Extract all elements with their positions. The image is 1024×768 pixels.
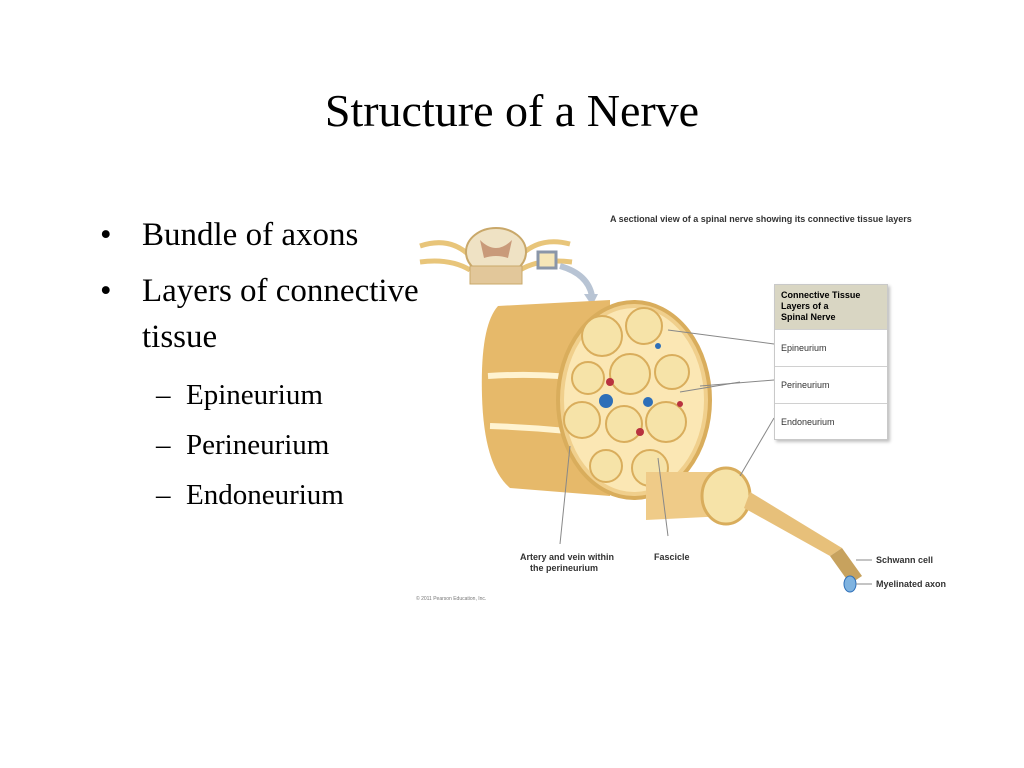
slide-title: Structure of a Nerve	[324, 85, 700, 136]
bullet-item: • Bundle of axons	[100, 212, 430, 258]
sub-bullet-item: – Epineurium	[100, 370, 430, 420]
artery-vein-label-line1: Artery and vein within	[520, 552, 614, 562]
artery-vein-label-line2: the perineurium	[530, 563, 598, 573]
bullet-marker: •	[100, 273, 112, 309]
myelinated-axon-label: Myelinated axon	[876, 579, 946, 589]
sub-bullet-text: Perineurium	[186, 429, 330, 461]
legend-title-line: Layers of a	[781, 301, 829, 311]
legend-title-line: Spinal Nerve	[781, 312, 836, 322]
sub-bullet-item: – Perineurium	[100, 420, 430, 470]
sub-bullet-marker: –	[156, 429, 171, 461]
sub-bullet-marker: –	[156, 479, 171, 511]
copyright-label: © 2011 Pearson Education, Inc.	[416, 595, 486, 602]
bullet-item: • Layers of connective tissue	[100, 268, 430, 360]
spinal-cord-thumbnail	[419, 227, 598, 306]
sub-bullet-text: Endoneurium	[186, 479, 344, 511]
bullet-text: Bundle of axons	[142, 217, 359, 253]
sub-bullet-item: – Endoneurium	[100, 470, 430, 520]
legend-row-perineurium: Perineurium	[775, 366, 887, 403]
legend-row-epineurium: Epineurium	[775, 329, 887, 366]
legend-title-line: Connective Tissue	[781, 290, 861, 300]
connective-tissue-legend: Connective Tissue Layers of a Spinal Ner…	[774, 284, 888, 440]
legend-title: Connective Tissue Layers of a Spinal Ner…	[775, 285, 887, 329]
leader-lines	[559, 329, 872, 585]
nerve-cross-section	[481, 300, 862, 593]
nerve-illustration: A sectional view of a spinal nerve showi…	[416, 214, 946, 602]
bullet-text: Layers of connective tissue	[142, 273, 419, 355]
sub-bullet-text: Epineurium	[186, 379, 323, 411]
bullet-marker: •	[100, 217, 112, 253]
legend-row-endoneurium: Endoneurium	[775, 403, 887, 440]
schwann-cell-label: Schwann cell	[876, 555, 933, 565]
fascicle-label: Fascicle	[654, 552, 690, 562]
figure-caption: A sectional view of a spinal nerve showi…	[610, 214, 912, 224]
bullet-list: • Bundle of axons • Layers of connective…	[100, 212, 430, 520]
sub-bullet-marker: –	[156, 379, 171, 411]
artery-vein-dots	[599, 343, 683, 436]
nerve-diagram: A sectional view of a spinal nerve showi…	[410, 196, 970, 616]
